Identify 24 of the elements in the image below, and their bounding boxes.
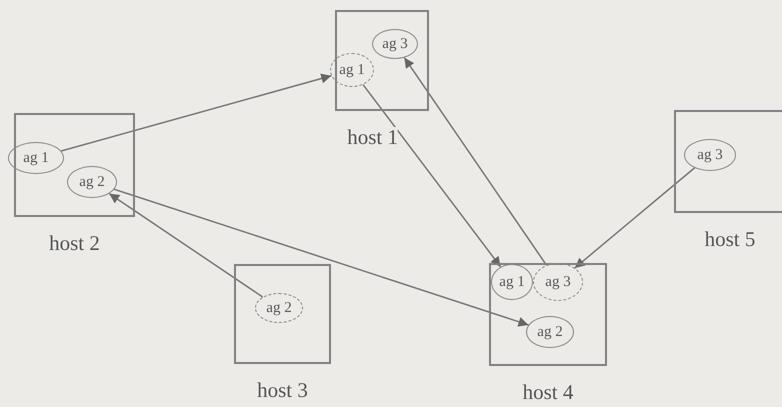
agent-ellipse <box>67 166 117 198</box>
agent-ellipse <box>255 293 303 323</box>
arrow <box>362 84 502 268</box>
agent-label: ag 2 <box>79 174 105 190</box>
agent-label: ag 1 <box>23 150 49 166</box>
agent-ellipse <box>684 139 736 171</box>
arrow <box>114 188 529 327</box>
agent-label: ag 2 <box>266 300 292 316</box>
arrow <box>60 74 332 152</box>
arrow <box>574 167 696 269</box>
agent-ellipse <box>526 316 574 348</box>
agent-ellipse <box>8 142 64 174</box>
agent-label: ag 3 <box>697 148 723 162</box>
agent-label: ag 1 <box>339 62 365 78</box>
agent-ellipse <box>372 29 418 59</box>
agent-label: ag 3 <box>545 274 571 290</box>
arrow <box>108 192 264 298</box>
agent-ellipse <box>491 264 533 300</box>
arrow <box>404 57 548 266</box>
agent-ellipse <box>330 53 374 87</box>
agent-ellipse <box>533 263 583 301</box>
agent-label: ag 1 <box>499 274 525 290</box>
agent-label: ag 3 <box>382 36 408 52</box>
agent-label: ag 2 <box>537 324 563 340</box>
